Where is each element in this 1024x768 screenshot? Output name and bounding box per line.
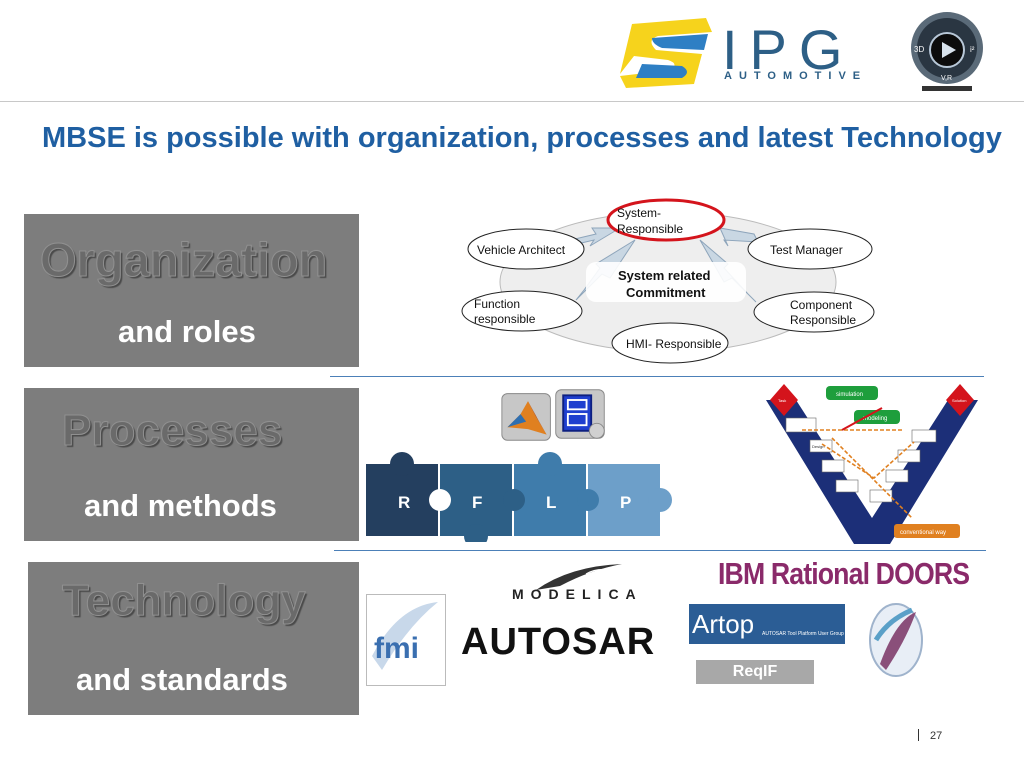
- artop-tagline: AUTOSAR Tool Platform User Group: [762, 631, 844, 637]
- v-conventional-label: conventional way: [900, 530, 946, 536]
- component-responsible-node: [753, 291, 875, 333]
- puzzle-piece-l: [503, 452, 586, 536]
- organization-heading: Organization: [39, 233, 328, 287]
- puzzle-label-f: F: [472, 493, 483, 512]
- technology-panel: Technology and standards: [28, 562, 359, 715]
- organization-roles-diagram: [461, 198, 875, 364]
- fmi-logo-icon: fmi: [372, 602, 438, 670]
- technology-subheading: and standards: [76, 662, 288, 697]
- organization-panel: Organization and roles: [24, 214, 359, 367]
- technology-heading: Technology: [62, 576, 307, 626]
- badge-vr-label: V,R: [941, 75, 952, 82]
- fmi-logo-frame: [366, 594, 446, 686]
- commitment-label-1: System related: [618, 268, 711, 283]
- organization-subheading: and roles: [118, 314, 256, 349]
- v-solution-label: Solution: [952, 398, 966, 403]
- slide-title: MBSE is possible with organization, proc…: [42, 122, 1002, 154]
- simulink-logo-icon: [555, 389, 605, 439]
- artop-logo-background: [689, 604, 845, 644]
- ipg-automotive-label: AUTOMOTIVE: [724, 70, 868, 82]
- section-divider-1: [330, 376, 984, 377]
- component-responsible-label-1: Component: [790, 298, 853, 312]
- system-responsible-label-2: Responsible: [617, 222, 684, 236]
- puzzle-label-l: L: [546, 493, 557, 512]
- ipg-wordmark: IPG: [722, 18, 855, 81]
- v-simulation-label: simulation: [836, 392, 863, 398]
- system-responsible-node: [606, 198, 726, 242]
- component-responsible-label-2: Responsible: [790, 313, 857, 327]
- function-responsible-label-2: responsible: [474, 312, 536, 326]
- function-responsible-label-1: Function: [474, 297, 521, 311]
- header-divider: [0, 101, 1024, 102]
- footer-separator: [918, 729, 919, 741]
- test-manager-node: [747, 228, 873, 270]
- processes-heading: Processes: [61, 406, 283, 456]
- section-divider-2: [334, 550, 986, 551]
- rflp-puzzle: [366, 452, 672, 542]
- modelica-swoosh-icon: [536, 564, 622, 590]
- v-model-diagram: Task Solution simulation modeling Design…: [766, 384, 978, 544]
- puzzle-label-r: R: [398, 493, 411, 512]
- vehicle-architect-node: [467, 228, 585, 270]
- ipg-logo-mark: [620, 18, 712, 88]
- artop-logo: Artop: [692, 609, 755, 639]
- system-responsible-label-1: System-: [617, 206, 662, 220]
- badge-3d-label: 3D: [914, 45, 924, 54]
- 3d-badge-logo: 3D i² V,R: [911, 12, 983, 91]
- badge-i2-label: i²: [970, 45, 975, 54]
- processes-subheading: and methods: [84, 488, 277, 523]
- vehicle-architect-label: Vehicle Architect: [477, 243, 566, 257]
- hmi-responsible-node: [611, 322, 729, 364]
- page-number: 27: [930, 730, 943, 742]
- autosar-logo: AUTOSAR: [461, 621, 656, 663]
- test-manager-label: Test Manager: [770, 243, 843, 257]
- puzzle-piece-f: [429, 464, 512, 542]
- fmi-logo-text: fmi: [374, 632, 419, 665]
- hmi-responsible-label: HMI- Responsible: [626, 337, 722, 351]
- processes-panel: Processes and methods: [24, 388, 359, 541]
- v-design-label: Design: [812, 444, 824, 449]
- commitment-label-2: Commitment: [626, 285, 706, 300]
- eclipse-style-logo-icon: [869, 603, 923, 677]
- puzzle-piece-r: [366, 452, 438, 536]
- matlab-logo-icon: [501, 393, 551, 441]
- v-task-label: Task: [778, 398, 786, 403]
- puzzle-piece-p: [577, 464, 672, 536]
- v-modeling-label: modeling: [863, 416, 887, 422]
- reqif-logo: ReqIF: [696, 660, 814, 684]
- function-responsible-node: [461, 290, 583, 332]
- ibm-rational-doors-logo: IBM Rational DOORS: [718, 556, 970, 591]
- puzzle-label-p: P: [620, 493, 632, 512]
- modelica-logo: MODELICA: [512, 586, 643, 602]
